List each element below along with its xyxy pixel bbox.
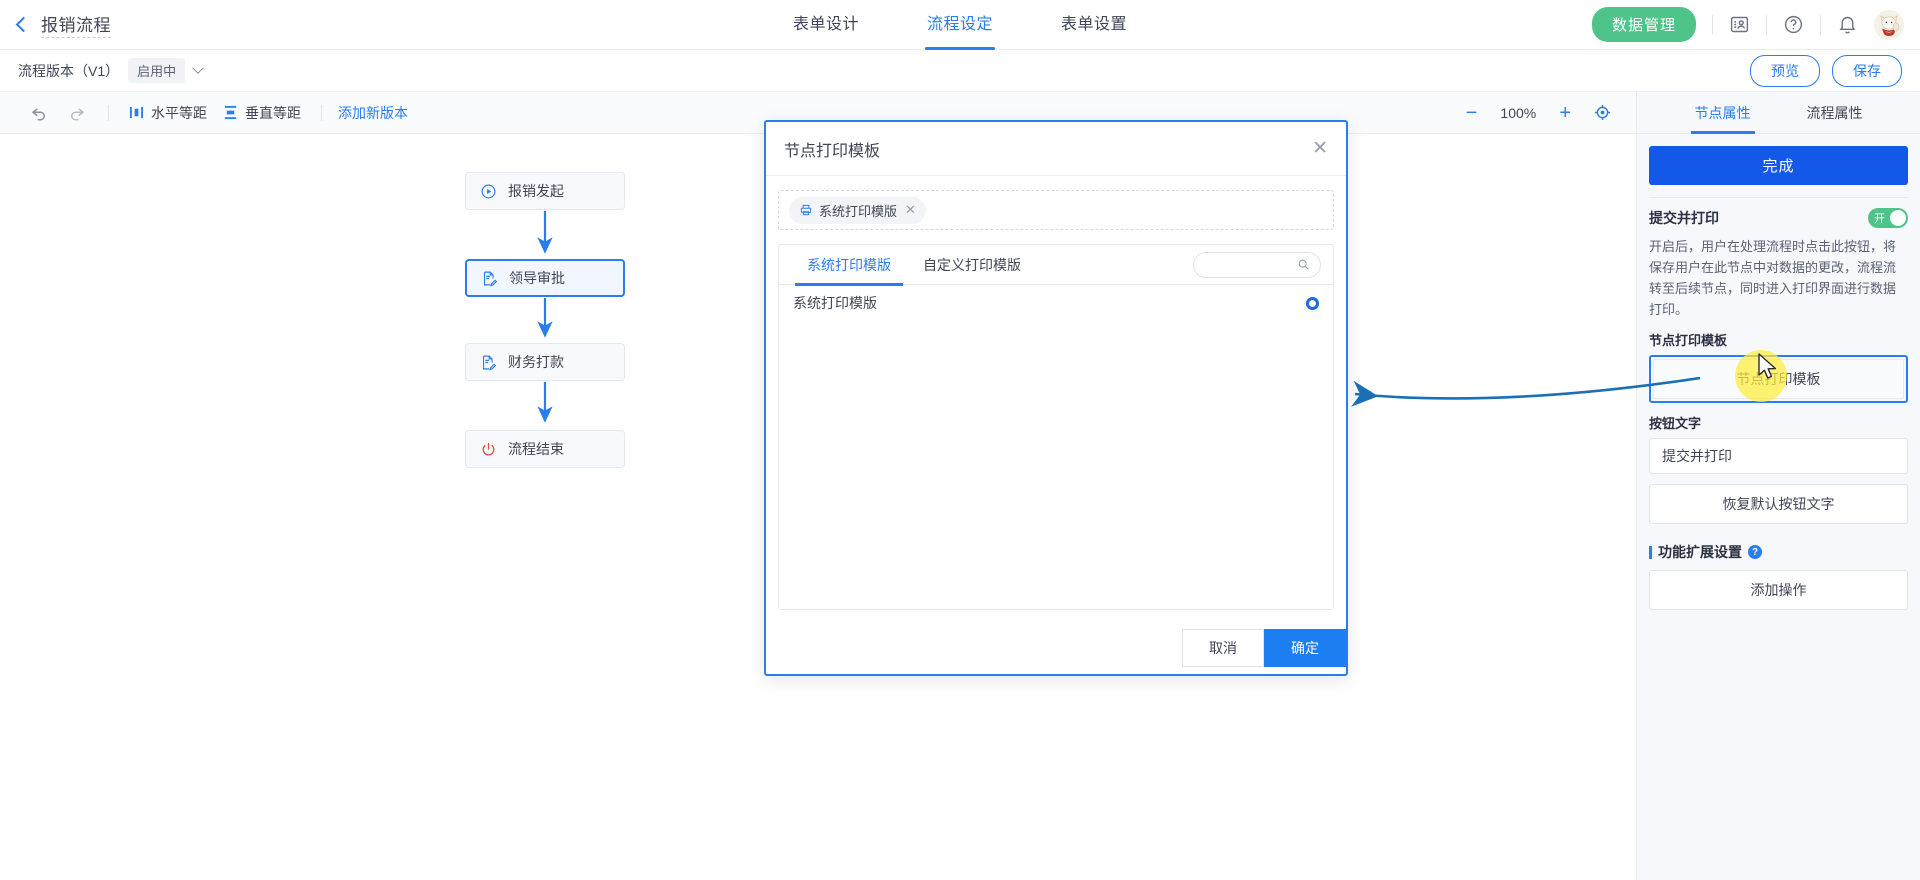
print-template-button[interactable]: 节点打印模板 (1653, 359, 1904, 399)
align-horizontal-button[interactable]: 水平等距 (121, 103, 215, 123)
button-text-label: 按钮文字 (1649, 416, 1702, 431)
close-icon[interactable]: ✕ (1312, 138, 1328, 159)
done-button[interactable]: 完成 (1649, 146, 1908, 185)
zoom-out-button[interactable]: − (1465, 101, 1478, 124)
zoom-in-button[interactable]: + (1559, 101, 1571, 124)
flow-connectors (537, 211, 553, 423)
print-template-label: 节点打印模板 (1649, 333, 1728, 348)
submit-print-toggle[interactable]: 开 (1868, 208, 1908, 228)
undo-arrow-icon[interactable] (20, 104, 58, 122)
avatar[interactable] (1874, 9, 1904, 40)
preview-button[interactable]: 预览 (1750, 54, 1820, 87)
version-label: 流程版本（V1） (18, 62, 120, 79)
flow-node-start[interactable]: 报销发起 (465, 172, 625, 210)
chip-label: 系统打印模版 (819, 203, 898, 219)
tab-process-setup[interactable]: 流程设定 (924, 0, 996, 50)
add-action-button[interactable]: 添加操作 (1649, 570, 1908, 610)
extension-settings-header: 功能扩展设置 ? (1649, 542, 1908, 562)
flow-node-label: 领导审批 (509, 270, 565, 286)
template-search[interactable] (1193, 251, 1321, 278)
submit-print-row: 提交并打印 开 (1649, 208, 1908, 228)
header-actions: 数据管理 (1591, 7, 1904, 42)
divider (1766, 14, 1767, 35)
page-title[interactable]: 报销流程 (41, 11, 111, 38)
flow-node-label: 流程结束 (508, 441, 564, 457)
submit-print-description: 开启后，用户在处理流程时点击此按钮，将保存用户在此节点中对数据的更改，流程流转至… (1649, 239, 1897, 317)
contact-card-icon[interactable] (1729, 14, 1750, 35)
chevron-down-icon[interactable] (192, 62, 204, 74)
template-item-label: 系统打印模版 (793, 295, 877, 311)
divider (1649, 197, 1908, 198)
tab-custom-template[interactable]: 自定义打印模版 (923, 256, 1021, 273)
chip-remove-icon[interactable]: ✕ (905, 202, 916, 217)
tab-node-properties[interactable]: 节点属性 (1690, 92, 1755, 134)
restore-default-button[interactable]: 恢复默认按钮文字 (1649, 484, 1908, 524)
align-vertical-button[interactable]: 垂直等距 (215, 103, 309, 123)
flow-node-label: 报销发起 (508, 183, 564, 199)
save-button[interactable]: 保存 (1832, 54, 1902, 87)
zoom-level: 100% (1500, 104, 1537, 121)
data-management-button[interactable]: 数据管理 (1591, 7, 1696, 42)
modal-header: 节点打印模板 ✕ (766, 122, 1346, 176)
modal-footer: 取消 确定 (766, 622, 1346, 674)
modal-body: 系统打印模版 ✕ 系统打印模版 自定义打印模版 系统打印模版 (766, 176, 1346, 622)
properties-body: 完成 提交并打印 开 开启后，用户在处理流程时点击此按钮，将保存用户在此节点中对… (1637, 134, 1920, 622)
horizontal-distribute-icon (129, 106, 144, 119)
chevron-left-icon[interactable] (15, 16, 32, 33)
flow-node-leader-approval[interactable]: 领导审批 (465, 259, 625, 297)
flow-node-finance-payment[interactable]: 财务打款 (465, 343, 625, 381)
section-accent-bar (1649, 545, 1652, 559)
edit-doc-icon (483, 271, 498, 286)
add-new-version-link[interactable]: 添加新版本 (338, 104, 408, 121)
modal-title: 节点打印模板 (784, 142, 881, 160)
selected-template-chip[interactable]: 系统打印模版 ✕ (789, 196, 926, 224)
search-icon (1298, 259, 1309, 270)
divider (321, 104, 322, 121)
divider (1712, 14, 1713, 35)
submit-print-label: 提交并打印 (1649, 210, 1719, 226)
toggle-knob (1890, 210, 1906, 226)
template-picker-panel: 系统打印模版 自定义打印模版 系统打印模版 (778, 244, 1334, 610)
align-vertical-label: 垂直等距 (245, 104, 301, 121)
radio-selected-icon[interactable] (1306, 296, 1319, 310)
tab-process-properties[interactable]: 流程属性 (1806, 104, 1863, 121)
properties-tabs: 节点属性 流程属性 (1637, 92, 1920, 134)
main-tabs: 表单设计 流程设定 表单设置 (793, 0, 1127, 50)
template-list-item[interactable]: 系统打印模版 (779, 285, 1333, 321)
redo-arrow-icon[interactable] (58, 104, 96, 122)
properties-panel: 节点属性 流程属性 完成 提交并打印 开 开启后，用户在处理流程时点击此按钮，将… (1636, 92, 1920, 880)
align-horizontal-label: 水平等距 (151, 104, 207, 121)
play-circle-icon (481, 184, 496, 198)
tab-form-settings[interactable]: 表单设置 (1061, 15, 1128, 33)
tab-form-design[interactable]: 表单设计 (792, 15, 859, 33)
help-circle-icon[interactable]: ? (1748, 545, 1762, 559)
selected-template-dropzone[interactable]: 系统打印模版 ✕ (778, 190, 1334, 230)
divider (108, 104, 109, 121)
focus-target-icon[interactable] (1593, 103, 1612, 122)
cancel-button[interactable]: 取消 (1182, 629, 1264, 667)
help-circle-icon[interactable] (1783, 14, 1804, 35)
flow-node-end[interactable]: 流程结束 (465, 430, 625, 468)
tab-system-template[interactable]: 系统打印模版 (791, 245, 907, 286)
top-header-bar: 报销流程 表单设计 流程设定 表单设置 数据管理 (0, 0, 1920, 50)
bell-icon[interactable] (1837, 14, 1858, 35)
status-badge: 启用中 (128, 58, 186, 83)
print-template-modal: 节点打印模板 ✕ 系统打印模版 ✕ 系统打印模版 自定义打印模版 (764, 120, 1348, 676)
button-text-input[interactable] (1649, 438, 1908, 474)
confirm-button[interactable]: 确定 (1264, 629, 1346, 667)
template-tabs: 系统打印模版 自定义打印模版 (779, 245, 1333, 286)
power-off-icon (482, 442, 495, 456)
vertical-distribute-icon (224, 105, 237, 120)
print-template-button-wrapper: 节点打印模板 (1649, 355, 1908, 403)
version-bar: 流程版本（V1） 启用中 预览 保存 (0, 50, 1920, 92)
flow-node-label: 财务打款 (508, 354, 564, 370)
extension-settings-label: 功能扩展设置 (1658, 544, 1742, 560)
search-input[interactable] (1204, 257, 1297, 272)
toggle-state-label: 开 (1874, 213, 1885, 225)
edit-doc-icon (482, 355, 497, 370)
divider (1820, 14, 1821, 35)
printer-icon (800, 204, 812, 216)
